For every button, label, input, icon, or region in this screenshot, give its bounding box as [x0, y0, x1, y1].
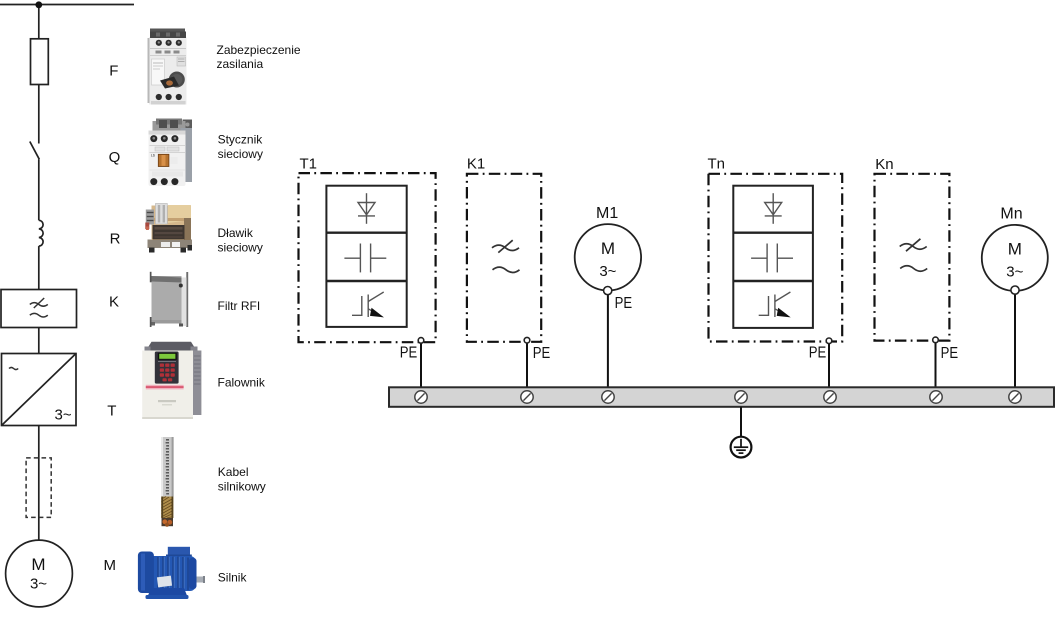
svg-text:Silnik: Silnik: [218, 570, 248, 584]
svg-text:3~: 3~: [30, 576, 47, 593]
svg-text:M: M: [31, 555, 45, 574]
svg-text:Filtr RFI: Filtr RFI: [218, 299, 261, 313]
svg-text:PE: PE: [400, 345, 418, 362]
svg-text:3~: 3~: [599, 263, 616, 280]
svg-text:M: M: [601, 239, 615, 258]
svg-text:Tn: Tn: [708, 156, 726, 173]
svg-text:sieciowy: sieciowy: [218, 147, 263, 161]
svg-text:K: K: [109, 293, 119, 310]
svg-text:Kabel: Kabel: [218, 465, 249, 479]
svg-text:R: R: [110, 230, 121, 247]
svg-text:3~: 3~: [1006, 264, 1023, 281]
svg-text:Q: Q: [109, 149, 121, 166]
svg-text:Falownik: Falownik: [218, 376, 266, 390]
svg-text:Zabezpieczenie: Zabezpieczenie: [217, 43, 301, 57]
svg-text:Dławik: Dławik: [218, 226, 254, 240]
svg-text:M: M: [104, 557, 117, 574]
svg-text:PE: PE: [533, 345, 551, 362]
svg-text:sieciowy: sieciowy: [218, 241, 263, 255]
svg-text:M: M: [1008, 239, 1022, 258]
svg-text:K1: K1: [467, 156, 485, 173]
svg-text:PE: PE: [941, 345, 959, 362]
svg-text:T: T: [107, 402, 116, 419]
svg-text:3~: 3~: [55, 406, 72, 423]
svg-text:Kn: Kn: [875, 156, 893, 173]
svg-text:PE: PE: [809, 345, 827, 362]
svg-text:Stycznik: Stycznik: [218, 133, 264, 147]
svg-text:zasilania: zasilania: [217, 57, 264, 71]
svg-text:Mn: Mn: [1000, 205, 1022, 222]
svg-text:silnikowy: silnikowy: [218, 479, 266, 493]
svg-text:LS: LS: [151, 154, 155, 158]
svg-text:PE: PE: [615, 295, 633, 312]
svg-text:F: F: [109, 63, 118, 80]
svg-text:M1: M1: [596, 205, 618, 222]
svg-text:T1: T1: [300, 156, 318, 173]
